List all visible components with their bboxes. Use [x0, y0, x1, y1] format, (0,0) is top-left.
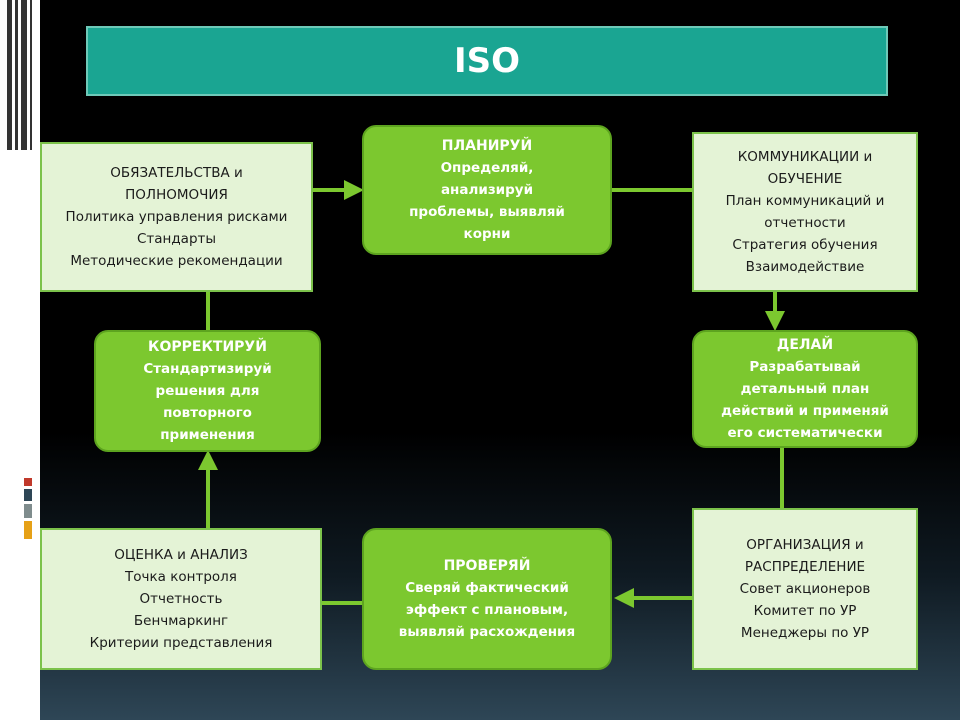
box-communications-line: ОБУЧЕНИЕ [767, 171, 843, 187]
box-check-heading: ПРОВЕРЯЙ [443, 558, 531, 574]
box-do-line: Разрабатывай [749, 359, 861, 375]
box-assessment-line: Отчетность [139, 591, 223, 607]
box-communications-line: Стратегия обучения [732, 237, 878, 253]
box-assessment: ОЦЕНКА и АНАЛИЗ Точка контроля Отчетност… [40, 528, 322, 670]
box-correct-line: применения [160, 427, 255, 443]
box-plan: ПЛАНИРУЙ Определяй, анализируй проблемы,… [362, 125, 612, 255]
box-obligations-line: Стандарты [136, 231, 217, 247]
box-check-line: эффект с плановым, [405, 602, 569, 618]
box-obligations: ОБЯЗАТЕЛЬСТВА и ПОЛНОМОЧИЯ Политика упра… [40, 142, 313, 292]
box-correct: КОРРЕКТИРУЙ Стандартизируй решения для п… [94, 330, 321, 452]
box-obligations-line: ОБЯЗАТЕЛЬСТВА и [110, 165, 243, 181]
box-communications: КОММУНИКАЦИИ и ОБУЧЕНИЕ План коммуникаци… [692, 132, 918, 292]
box-obligations-line: Политика управления рисками [65, 209, 288, 225]
box-correct-line: повторного [163, 405, 252, 421]
box-organization-line: Менеджеры по УР [740, 625, 870, 641]
box-plan-line: корни [463, 226, 511, 242]
box-organization-line: Комитет по УР [753, 603, 857, 619]
box-do-line: детальный план [740, 381, 870, 397]
box-check: ПРОВЕРЯЙ Сверяй фактический эффект с пла… [362, 528, 612, 670]
box-plan-heading: ПЛАНИРУЙ [441, 138, 533, 154]
box-correct-heading: КОРРЕКТИРУЙ [148, 339, 267, 355]
box-assessment-line: Критерии представления [89, 635, 273, 651]
box-communications-line: План коммуникаций и [725, 193, 885, 209]
box-organization-line: Совет акционеров [739, 581, 871, 597]
box-obligations-line: Методические рекомендации [70, 253, 283, 269]
box-correct-line: решения для [155, 383, 260, 399]
box-assessment-line: Точка контроля [125, 569, 237, 585]
box-correct-line: Стандартизируй [143, 361, 272, 377]
diagram-title: ISO [86, 26, 888, 96]
left-strip [0, 0, 40, 720]
box-do: ДЕЛАЙ Разрабатывай детальный план действ… [692, 330, 918, 448]
box-organization-line: ОРГАНИЗАЦИЯ и [746, 537, 864, 553]
box-plan-line: Определяй, [440, 160, 534, 176]
box-communications-line: отчетности [764, 215, 846, 231]
box-organization: ОРГАНИЗАЦИЯ и РАСПРЕДЕЛЕНИЕ Совет акцион… [692, 508, 918, 670]
box-communications-line: КОММУНИКАЦИИ и [737, 149, 873, 165]
box-check-line: Сверяй фактический [405, 580, 569, 596]
box-do-heading: ДЕЛАЙ [776, 337, 834, 353]
box-organization-line: РАСПРЕДЕЛЕНИЕ [744, 559, 866, 575]
box-do-line: действий и применяй [721, 403, 889, 419]
side-color-marks [24, 478, 32, 542]
box-communications-line: Взаимодействие [745, 259, 865, 275]
box-plan-line: анализируй [440, 182, 534, 198]
decorative-bars [7, 0, 35, 150]
box-assessment-line: ОЦЕНКА и АНАЛИЗ [114, 547, 248, 563]
box-obligations-line: ПОЛНОМОЧИЯ [125, 187, 228, 203]
box-assessment-line: Бенчмаркинг [133, 613, 229, 629]
box-do-line: его систематически [727, 425, 883, 441]
box-check-line: выявляй расхождения [398, 624, 576, 640]
box-plan-line: проблемы, выявляй [409, 204, 565, 220]
